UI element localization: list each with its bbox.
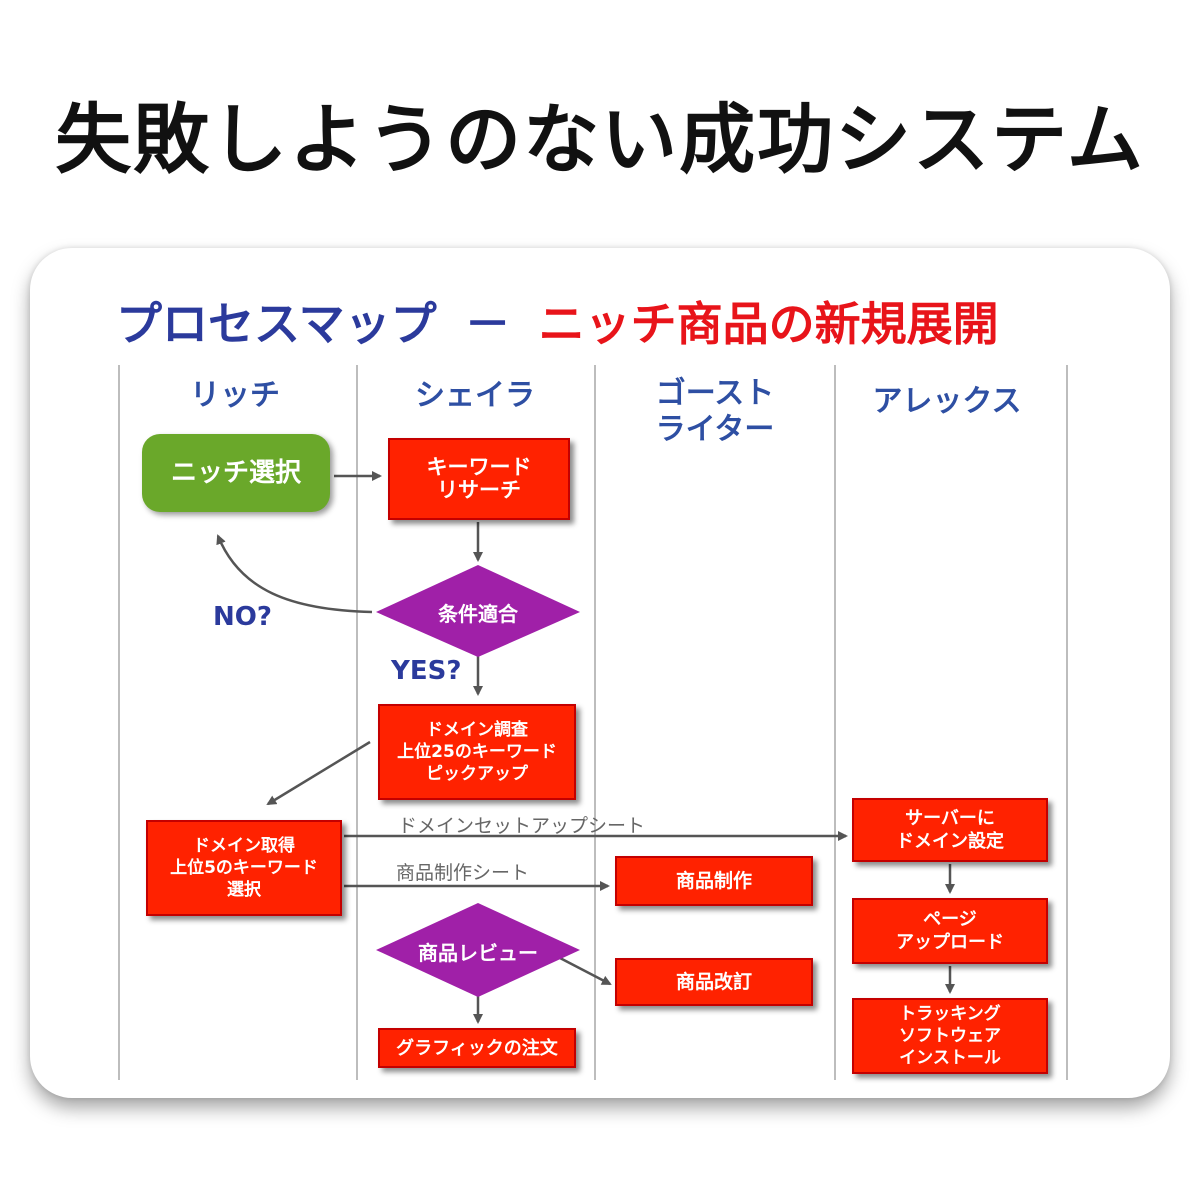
decision-product-review [376, 903, 580, 997]
diagram-title-left: プロセスマップ [116, 297, 437, 351]
diagram-title-dash: － [464, 297, 511, 351]
lane-header-rich: リッチ [190, 378, 280, 413]
diagram-title: プロセスマップ － ニッチ商品の新規展開 [116, 288, 999, 354]
lane-divider [834, 365, 836, 1080]
lane-divider [1066, 365, 1068, 1080]
lane-divider [356, 365, 358, 1080]
node-page-upload: ページ アップロード [852, 898, 1048, 964]
node-tracking-install: トラッキング ソフトウェア インストール [852, 998, 1048, 1074]
decision-condition-label: 条件適合 [438, 602, 518, 626]
decision-condition-match [376, 565, 580, 657]
page-title: 失敗しようのない成功システム [55, 95, 1145, 184]
label-product-sheet: 商品制作シート [396, 862, 530, 884]
node-niche-select: ニッチ選択 [142, 434, 330, 512]
diagram-title-right: ニッチ商品の新規展開 [538, 297, 999, 351]
label-no: NO? [213, 602, 272, 632]
label-yes: YES? [391, 656, 462, 686]
arrow-review-to-revise [559, 956, 612, 986]
node-product-make: 商品制作 [615, 856, 813, 906]
lane-divider [594, 365, 596, 1080]
arrow-research-to-acquire [266, 740, 371, 806]
arrow-no-loop [216, 534, 373, 614]
node-keyword-research: キーワード リサーチ [388, 438, 570, 520]
node-domain-acquire: ドメイン取得 上位5のキーワード 選択 [146, 820, 342, 916]
lane-header-alex: アレックス [872, 384, 1022, 419]
lane-header-ghostwriter: ゴースト ライター [655, 376, 775, 447]
lane-header-sheila: シェイラ [415, 378, 535, 413]
node-server-domain: サーバーに ドメイン設定 [852, 798, 1048, 862]
node-product-revise: 商品改訂 [615, 958, 813, 1006]
lane-divider [118, 365, 120, 1080]
label-domain-setup-sheet: ドメインセットアップシート [398, 815, 646, 837]
node-graphic-order: グラフィックの注文 [378, 1028, 576, 1068]
decision-review-label: 商品レビュー [418, 941, 538, 965]
node-domain-research: ドメイン調査 上位25のキーワード ピックアップ [378, 704, 576, 800]
